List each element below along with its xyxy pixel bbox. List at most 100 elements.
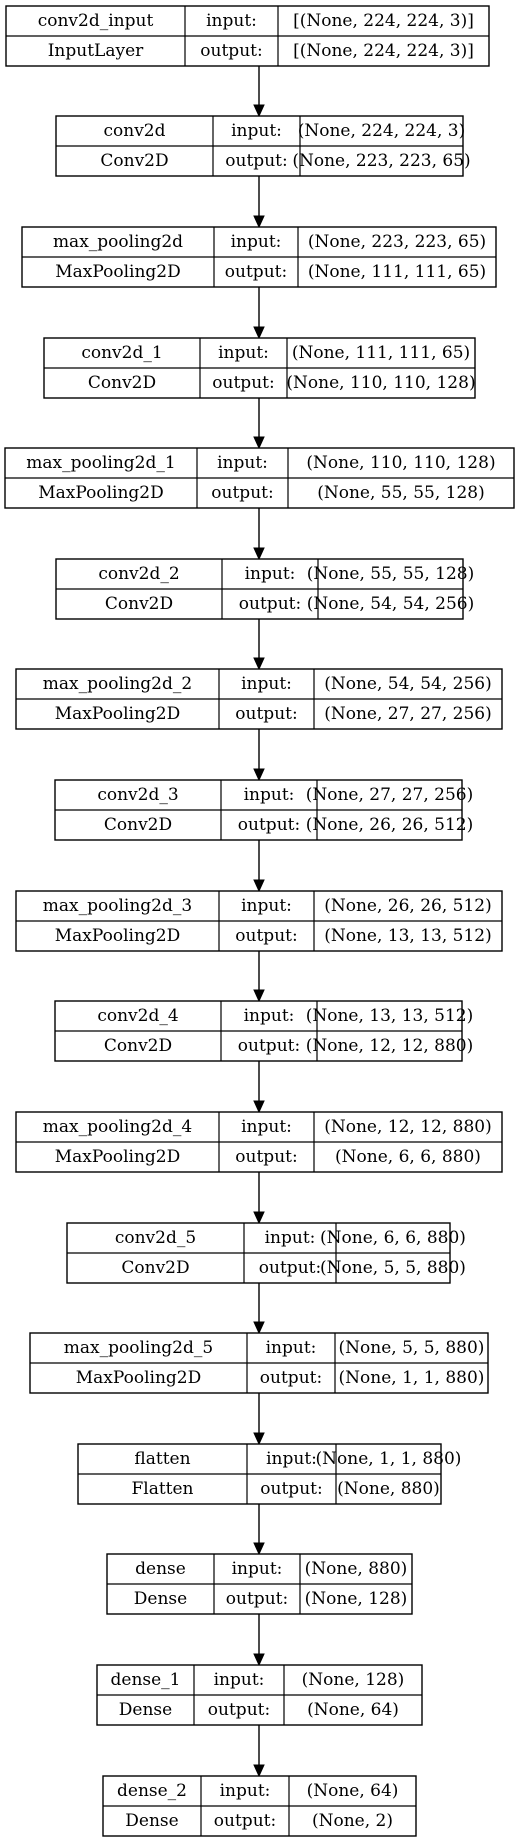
output-shape: (None, 223, 223, 65) (292, 151, 470, 171)
arrow-head-icon (253, 768, 265, 782)
arrow-head-icon (253, 1653, 265, 1667)
output-shape: (None, 54, 54, 256) (307, 594, 475, 614)
output-label: output: (214, 1811, 276, 1831)
output-shape: (None, 110, 110, 128) (286, 373, 475, 393)
input-label: input: (245, 564, 296, 584)
output-shape: [(None, 224, 224, 3)] (293, 41, 474, 61)
input-label: input: (244, 1006, 295, 1026)
input-shape: (None, 111, 111, 65) (292, 343, 470, 363)
layer-node: conv2d_inputInputLayerinput:output:[(Non… (5, 5, 490, 67)
layer-type: MaxPooling2D (55, 1147, 181, 1167)
arrow-head-icon (253, 215, 265, 229)
input-shape: (None, 128) (302, 1670, 405, 1690)
output-shape: (None, 55, 55, 128) (317, 483, 485, 503)
arrow-head-icon (253, 989, 265, 1003)
layer-type: MaxPooling2D (55, 926, 181, 946)
output-shape: (None, 12, 12, 880) (306, 1036, 474, 1056)
input-label: input: (217, 453, 268, 473)
layer-name: dense_2 (117, 1781, 187, 1801)
input-label: input: (266, 1449, 317, 1469)
input-shape: (None, 224, 224, 3) (298, 121, 466, 141)
layer-name: max_pooling2d_3 (43, 896, 192, 916)
output-label: output: (235, 926, 297, 946)
layer-type: MaxPooling2D (38, 483, 164, 503)
input-label: input: (265, 1228, 316, 1248)
input-label: input: (241, 896, 292, 916)
layer-type: Conv2D (104, 815, 172, 835)
input-shape: [(None, 224, 224, 3)] (293, 11, 474, 31)
layer-type: Dense (134, 1589, 187, 1609)
input-label: input: (214, 1670, 265, 1690)
input-shape: (None, 5, 5, 880) (339, 1338, 485, 1358)
output-label: output: (208, 1700, 270, 1720)
input-shape: (None, 54, 54, 256) (324, 674, 492, 694)
input-shape: (None, 64) (307, 1781, 399, 1801)
output-label: output: (235, 704, 297, 724)
output-shape: (None, 880) (337, 1479, 440, 1499)
layer-name: conv2d_3 (97, 785, 178, 805)
output-label: output: (260, 1479, 322, 1499)
layer-type: Conv2D (104, 1036, 172, 1056)
input-shape: (None, 27, 27, 256) (306, 785, 474, 805)
input-label: input: (220, 1781, 271, 1801)
input-label: input: (218, 343, 269, 363)
layer-name: flatten (134, 1449, 190, 1469)
layer-type: Dense (119, 1700, 172, 1720)
layer-node: max_pooling2dMaxPooling2Dinput:output:(N… (21, 226, 497, 288)
layer-node: max_pooling2d_5MaxPooling2Dinput:output:… (29, 1332, 489, 1394)
layer-type: MaxPooling2D (55, 704, 181, 724)
output-label: output: (239, 594, 301, 614)
layer-name: max_pooling2d_5 (64, 1338, 213, 1358)
output-label: output: (238, 815, 300, 835)
layer-node: max_pooling2d_2MaxPooling2Dinput:output:… (15, 668, 503, 730)
layer-type: Conv2D (121, 1258, 189, 1278)
layer-name: max_pooling2d_4 (43, 1117, 192, 1137)
arrow-head-icon (253, 1764, 265, 1778)
layer-name: dense_1 (111, 1670, 181, 1690)
output-shape: (None, 5, 5, 880) (320, 1258, 466, 1278)
output-label: output: (235, 1147, 297, 1167)
layer-type: Conv2D (105, 594, 173, 614)
layer-name: conv2d_1 (81, 343, 162, 363)
input-label: input: (206, 11, 257, 31)
arrow-head-icon (253, 879, 265, 893)
layer-name: conv2d (103, 121, 165, 141)
input-shape: (None, 13, 13, 512) (306, 1006, 474, 1026)
layer-name: conv2d_2 (98, 564, 179, 584)
input-shape: (None, 26, 26, 512) (324, 896, 492, 916)
arrow-head-icon (253, 1100, 265, 1114)
layer-type: Conv2D (100, 151, 168, 171)
arrow-head-icon (253, 1321, 265, 1335)
layer-node: max_pooling2d_4MaxPooling2Dinput:output:… (15, 1111, 503, 1173)
layer-type: Dense (125, 1811, 178, 1831)
layer-type: MaxPooling2D (55, 262, 181, 282)
input-shape: (None, 1, 1, 880) (316, 1449, 462, 1469)
layer-node: max_pooling2d_1MaxPooling2Dinput:output:… (4, 447, 515, 509)
output-label: output: (200, 41, 262, 61)
input-label: input: (232, 1559, 283, 1579)
output-label: output: (238, 1036, 300, 1056)
output-shape: (None, 2) (312, 1811, 393, 1831)
output-shape: (None, 64) (307, 1700, 399, 1720)
layer-name: conv2d_input (38, 11, 154, 31)
arrow-head-icon (253, 436, 265, 450)
output-label: output: (212, 373, 274, 393)
output-shape: (None, 128) (305, 1589, 408, 1609)
input-label: input: (231, 121, 282, 141)
output-label: output: (259, 1258, 321, 1278)
layer-name: conv2d_5 (115, 1228, 196, 1248)
arrow-head-icon (253, 1211, 265, 1225)
layer-name: max_pooling2d_2 (43, 674, 192, 694)
input-shape: (None, 110, 110, 128) (306, 453, 495, 473)
layer-type: Flatten (131, 1479, 193, 1499)
arrow-head-icon (253, 1542, 265, 1556)
layer-type: MaxPooling2D (76, 1368, 202, 1388)
layer-type: Conv2D (88, 373, 156, 393)
